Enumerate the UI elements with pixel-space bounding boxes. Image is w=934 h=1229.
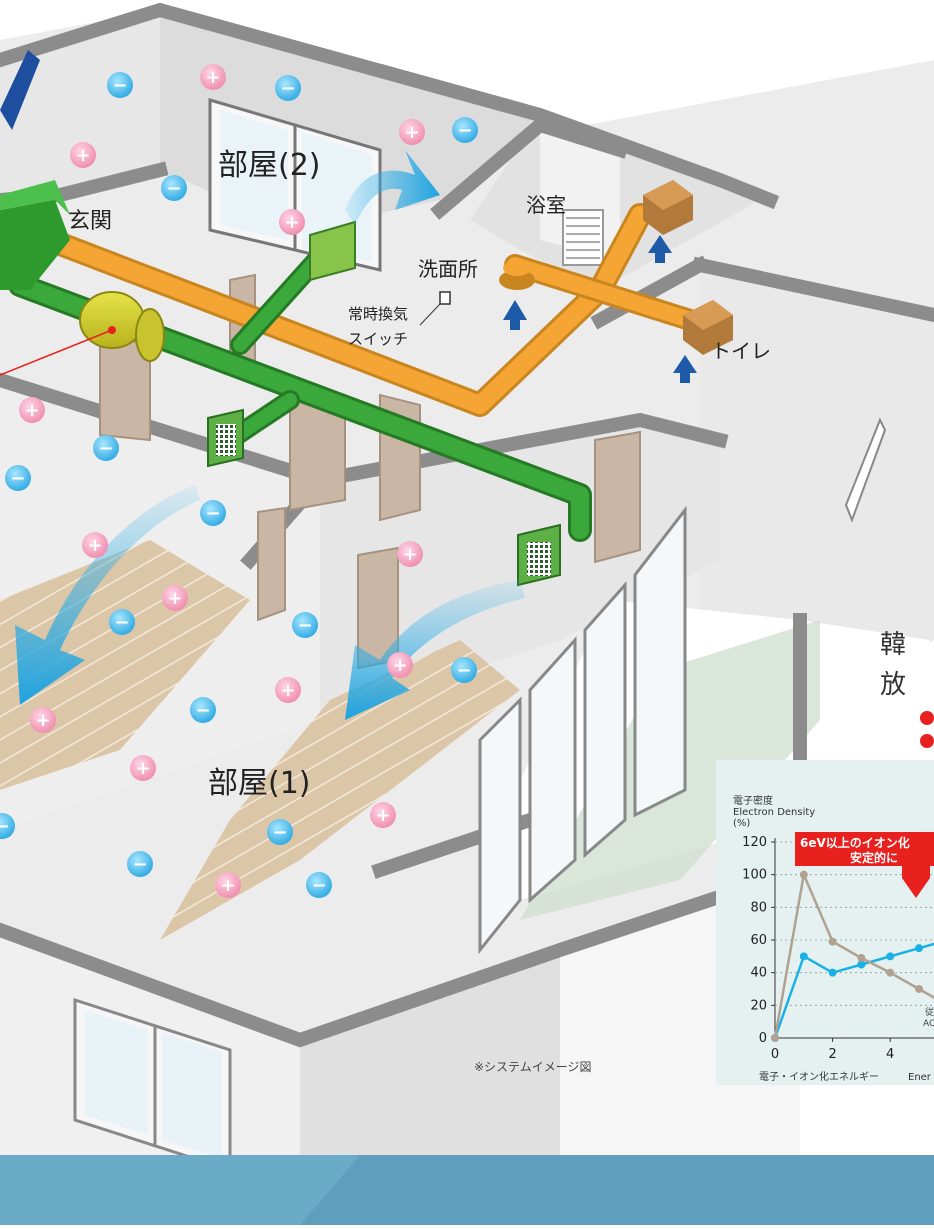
chart-ylabel-en: Electron Density	[733, 807, 815, 818]
callout-box	[795, 832, 934, 866]
chart-series-point-1	[828, 937, 837, 946]
ion-particles: − + − + − + − + + − − − + + − + − + − + …	[0, 64, 478, 898]
label-entrance: 玄関	[68, 209, 112, 234]
svg-text:−: −	[457, 120, 472, 141]
chart-xlabel-ja: 電子・イオン化エネルギー	[759, 1070, 879, 1083]
svg-text:+: +	[205, 67, 220, 88]
svg-text:−: −	[272, 822, 287, 843]
chart-ytick-label: 40	[750, 966, 767, 981]
side-heading-line2: 放	[880, 670, 906, 700]
svg-text:+: +	[220, 875, 235, 896]
chart-series-point-1	[857, 953, 866, 962]
window-front	[73, 997, 232, 1173]
svg-text:−: −	[112, 75, 127, 96]
svg-text:−: −	[10, 468, 25, 489]
svg-text:+: +	[402, 544, 417, 565]
svg-text:+: +	[284, 212, 299, 233]
exhaust-arrows	[503, 235, 697, 383]
svg-text:+: +	[24, 400, 39, 421]
svg-text:−: −	[195, 700, 210, 721]
label-switch-line2: スイッチ	[348, 330, 408, 348]
chart-xtick-label: 2	[828, 1047, 836, 1062]
svg-text:−: −	[98, 438, 113, 459]
svg-text:−: −	[0, 816, 10, 837]
chart-ytick-label: 20	[750, 998, 767, 1013]
supply-grille	[207, 220, 561, 587]
airflow-arrows	[15, 150, 525, 720]
callout-line1: 6eV以上のイオン化	[800, 835, 910, 850]
svg-text:+: +	[392, 655, 407, 676]
label-room1: 部屋(1)	[208, 766, 311, 801]
chart-series-point-0	[857, 960, 866, 969]
side-heading: 韓 放	[880, 630, 934, 748]
svg-text:+: +	[87, 535, 102, 556]
svg-text:−: −	[114, 612, 129, 633]
label-room2: 部屋(2)	[218, 148, 321, 183]
chart-ytick-label: 100	[742, 868, 767, 883]
svg-text:+: +	[167, 588, 182, 609]
svg-text:−: −	[456, 660, 471, 681]
chart-series-line-0	[773, 942, 934, 1039]
electron-density-chart: 電子密度 Electron Density (%) 02040608010012…	[716, 760, 934, 1085]
svg-text:−: −	[280, 78, 295, 99]
exhaust-vent-toilet	[683, 300, 733, 355]
chart-xtick-label: 0	[771, 1047, 779, 1062]
bullet-dot	[920, 734, 934, 748]
svg-text:−: −	[311, 875, 326, 896]
svg-text:−: −	[132, 854, 147, 875]
chart-annotation-line1: 従	[925, 1006, 934, 1018]
svg-text:+: +	[135, 758, 150, 779]
svg-text:−: −	[166, 178, 181, 199]
window-room2	[208, 97, 382, 272]
chart-ytick-label: 60	[750, 933, 767, 948]
chart-series-point-1	[799, 870, 808, 879]
chart-series-line-1	[773, 870, 934, 1039]
chart-series-point-0	[828, 968, 837, 977]
callout-line2: 安定的に	[850, 850, 898, 865]
svg-text:−: −	[205, 503, 220, 524]
chart-ylabel-ja: 電子密度	[733, 794, 773, 807]
chart-annotation-line2: AC	[923, 1019, 934, 1029]
chart-series-point-1	[915, 985, 923, 993]
svg-text:+: +	[35, 710, 50, 731]
svg-text:+: +	[280, 680, 295, 701]
chart-ytick-label: 80	[750, 900, 767, 915]
svg-text:−: −	[297, 615, 312, 636]
bullet-dot	[920, 711, 934, 725]
chart-xlabel-en: Ener	[908, 1072, 932, 1083]
svg-text:+: +	[375, 805, 390, 826]
chart-series-point-1	[771, 1034, 779, 1042]
side-heading-line1: 韓	[880, 630, 906, 660]
chart-series-point-0	[915, 944, 923, 953]
chart-ytick-label: 120	[742, 835, 767, 850]
callout-arrow	[902, 866, 930, 898]
chart-series-point-1	[886, 968, 895, 977]
exhaust-vent-bathroom	[643, 180, 693, 235]
caption-system-image: ※システムイメージ図	[474, 1060, 591, 1074]
label-toilet: トイレ	[711, 339, 771, 363]
filter-unit	[79, 291, 165, 362]
chart-ytick-label: 0	[759, 1031, 767, 1046]
chart-series-point-0	[799, 952, 808, 961]
label-bathroom: 浴室	[526, 193, 566, 217]
label-washroom: 洗面所	[418, 257, 478, 281]
label-switch-line1: 常時換気	[348, 305, 408, 323]
exhaust-vent-washroom	[499, 260, 535, 290]
chart-series-point-0	[886, 952, 895, 961]
svg-text:+: +	[404, 122, 419, 143]
chart-xtick-label: 4	[886, 1047, 894, 1062]
svg-text:+: +	[75, 145, 90, 166]
chart-ylabel-unit: (%)	[733, 818, 750, 829]
